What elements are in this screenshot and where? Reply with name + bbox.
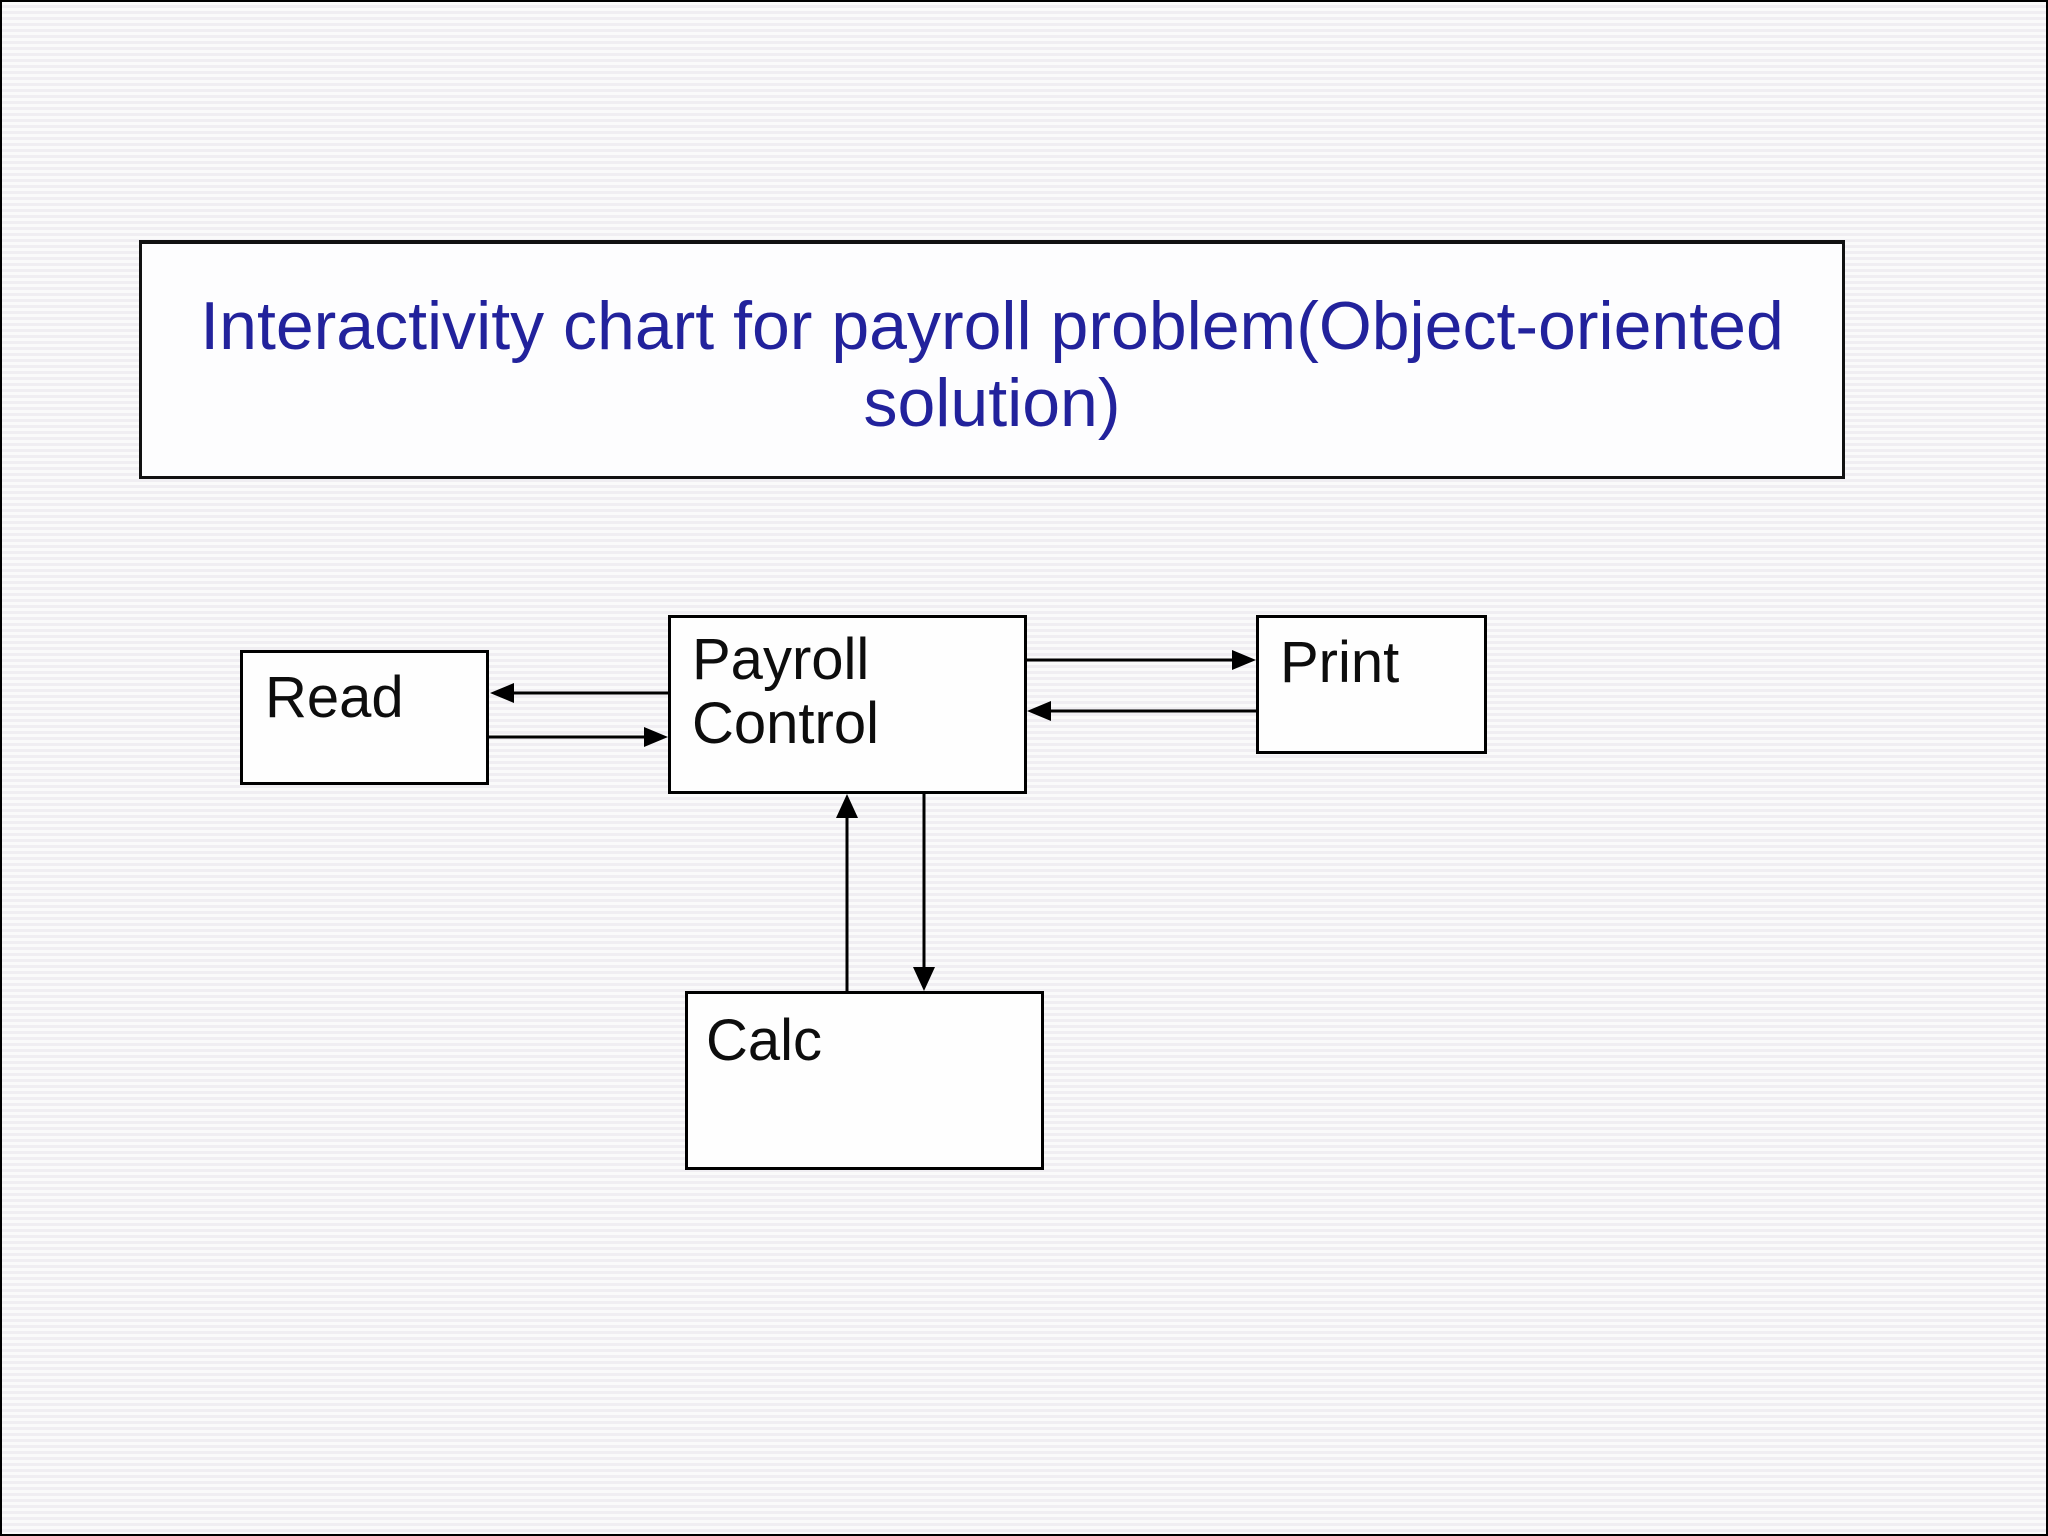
node-print: Print bbox=[1256, 615, 1487, 754]
arrow-read-to-payroll bbox=[489, 727, 668, 747]
node-calc-label: Calc bbox=[706, 1008, 823, 1073]
node-payroll-control-label: Payroll Control bbox=[692, 627, 879, 756]
arrow-print-to-payroll bbox=[1027, 701, 1256, 721]
node-read: Read bbox=[240, 650, 489, 785]
title-box: Interactivity chart for payroll problem(… bbox=[139, 240, 1845, 479]
slide-title: Interactivity chart for payroll problem(… bbox=[200, 288, 1784, 441]
arrow-payroll-to-calc bbox=[913, 794, 935, 991]
node-print-label: Print bbox=[1280, 630, 1400, 695]
node-payroll-control: Payroll Control bbox=[668, 615, 1027, 794]
node-calc: Calc bbox=[685, 991, 1044, 1170]
arrow-payroll-to-print bbox=[1027, 650, 1256, 670]
node-read-label: Read bbox=[265, 665, 404, 730]
arrow-calc-to-payroll bbox=[836, 794, 858, 991]
arrow-payroll-to-read bbox=[490, 683, 668, 703]
